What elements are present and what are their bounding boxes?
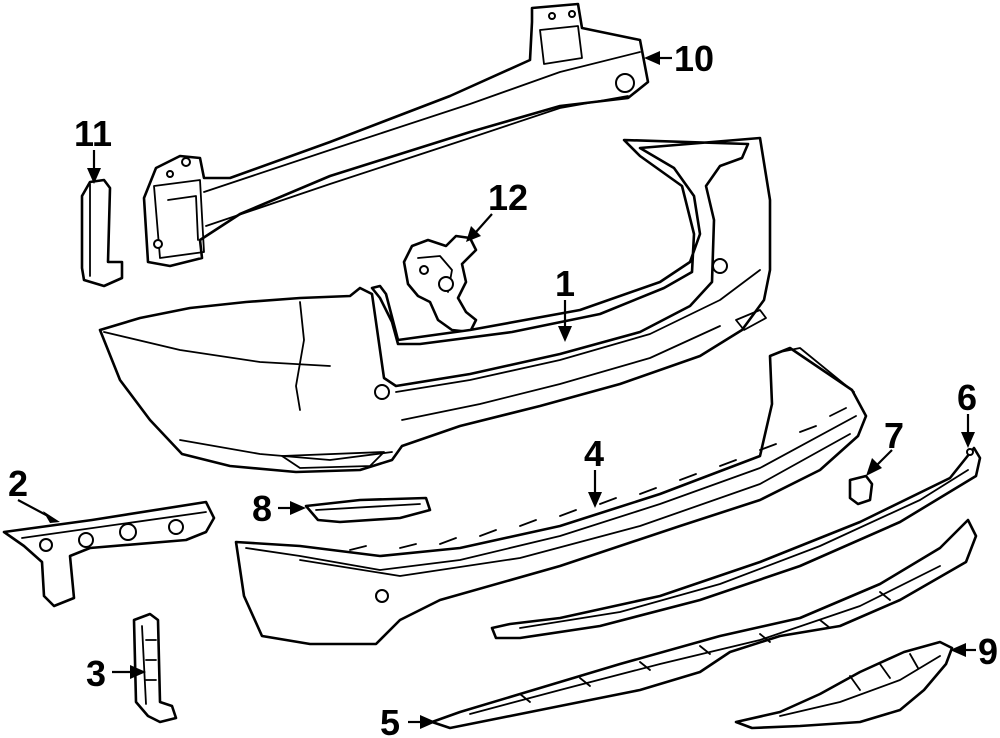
part-12-sensor-bracket bbox=[402, 234, 478, 334]
part-8-reflector bbox=[304, 496, 432, 524]
part-5-lower-valance bbox=[430, 518, 978, 730]
part-4-lower-cover bbox=[234, 346, 868, 646]
callout-4: 4 bbox=[584, 433, 604, 474]
callout-10: 10 bbox=[674, 38, 714, 79]
part-10-impact-bar bbox=[142, 2, 650, 268]
callout-1: 1 bbox=[555, 263, 575, 304]
callout-9: 9 bbox=[978, 631, 998, 672]
part-7-cap bbox=[848, 474, 874, 506]
callout-12: 12 bbox=[488, 177, 528, 218]
callout-3: 3 bbox=[86, 653, 106, 694]
part-2-side-bracket bbox=[2, 500, 216, 608]
callout-6: 6 bbox=[957, 377, 977, 418]
callout-7: 7 bbox=[884, 415, 904, 456]
leader-lines bbox=[17, 51, 976, 729]
part-3-bracket bbox=[132, 612, 178, 724]
callout-11: 11 bbox=[74, 113, 112, 154]
part-11-bracket bbox=[80, 178, 124, 288]
part-6-trim-strip bbox=[490, 446, 982, 640]
part-1-bumper-cover bbox=[98, 136, 772, 474]
part-9-diffuser bbox=[734, 640, 954, 730]
callout-5: 5 bbox=[380, 702, 400, 738]
callout-8: 8 bbox=[252, 488, 272, 529]
callout-labels: 1 2 3 4 5 6 7 8 9 10 11 12 bbox=[8, 38, 998, 738]
callout-2: 2 bbox=[8, 463, 28, 504]
